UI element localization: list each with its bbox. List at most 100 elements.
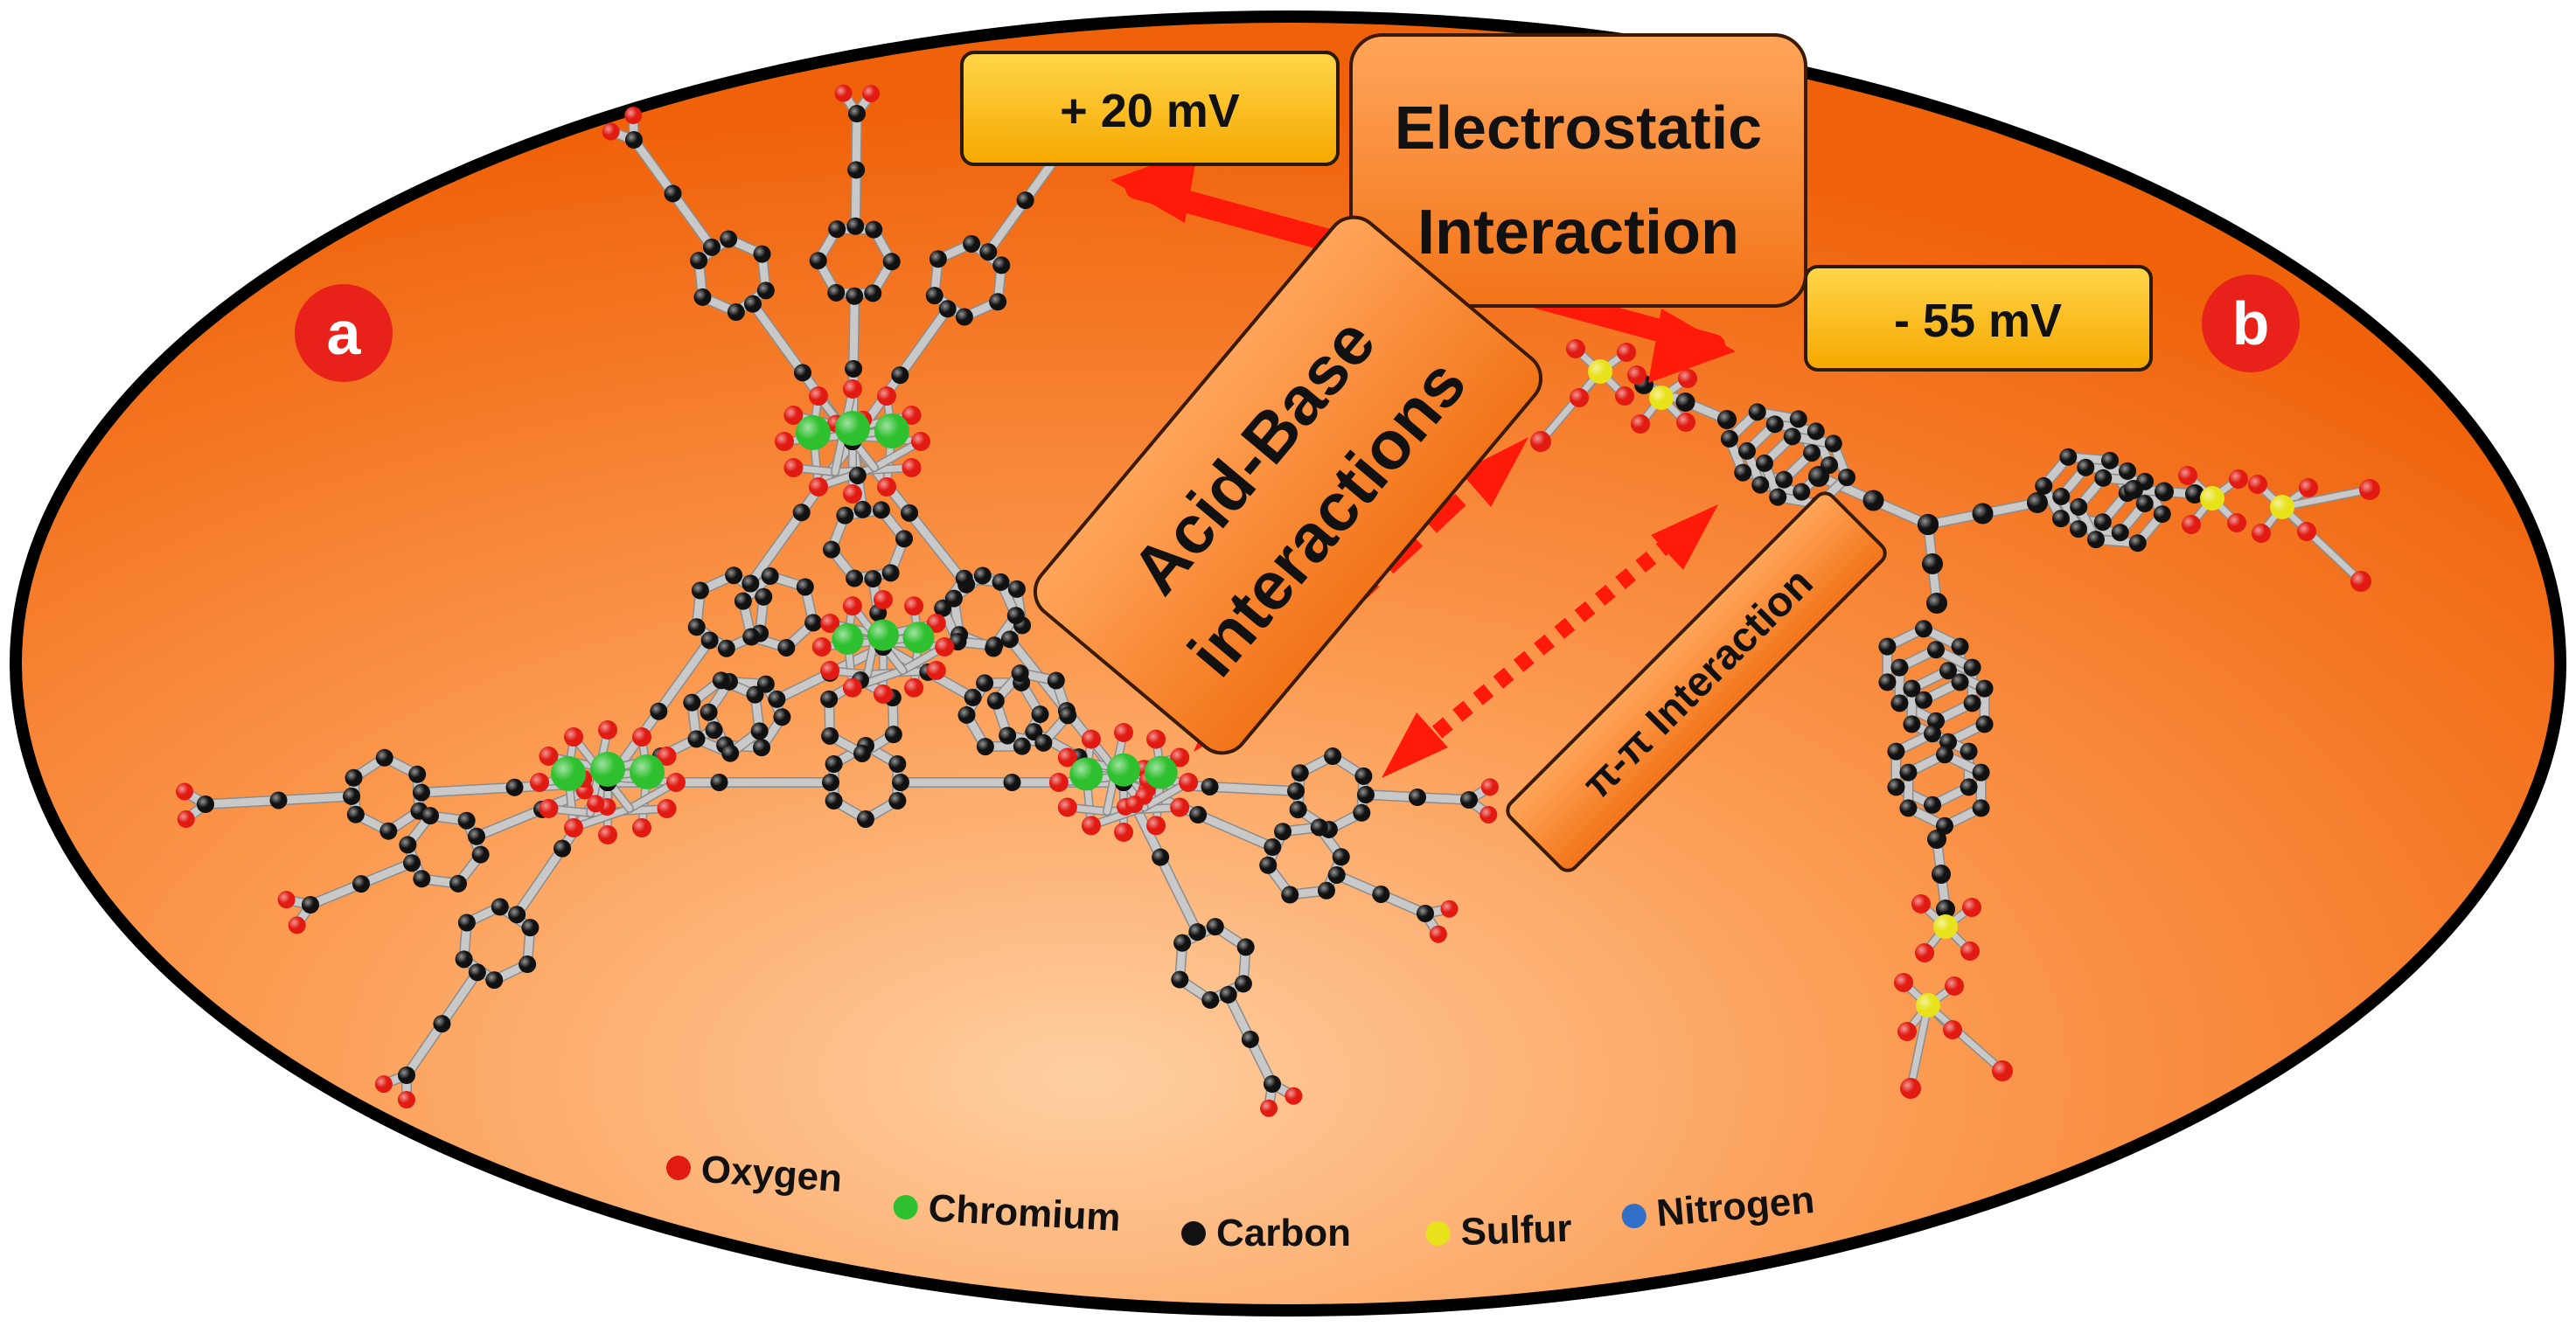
atom-highlight <box>1899 799 1918 817</box>
atom-highlight <box>374 1075 393 1094</box>
atom-highlight <box>177 810 195 829</box>
atom-highlight <box>449 874 467 893</box>
atom-highlight <box>700 631 719 650</box>
atom-highlight <box>957 705 976 724</box>
potential-tag-right: - 55 mV <box>1804 265 2153 372</box>
bond <box>437 968 482 1028</box>
atom-highlight <box>712 671 730 690</box>
atom-highlight <box>999 726 1017 745</box>
atom-highlight <box>2182 515 2201 534</box>
atom-highlight <box>955 569 973 587</box>
bond <box>895 304 952 379</box>
atom-highlight <box>1617 343 1636 362</box>
atom-highlight <box>683 693 701 712</box>
atom-highlight <box>734 592 752 610</box>
atom-highlight <box>539 747 559 766</box>
atom-highlight <box>1897 1022 1917 1041</box>
atom-highlight <box>755 587 773 606</box>
atom-highlight <box>848 466 867 484</box>
atom-highlight <box>2069 520 2087 538</box>
atom-highlight <box>901 504 919 522</box>
bond <box>1537 368 1604 445</box>
atom-highlight <box>457 811 476 830</box>
atom-highlight <box>874 413 909 448</box>
atom-highlight <box>796 415 831 450</box>
atom-highlight <box>2051 510 2070 528</box>
atom-highlight <box>1460 791 1478 809</box>
atom-highlight <box>1011 664 1029 683</box>
atom-highlight <box>269 791 288 809</box>
atom-highlight <box>1144 755 1178 789</box>
atom-highlight <box>1903 715 1921 733</box>
atom-highlight <box>710 774 728 791</box>
atom-highlight <box>2350 571 2371 592</box>
atom-highlight <box>902 406 922 425</box>
atom-highlight <box>1057 747 1077 768</box>
atom-highlight <box>877 476 896 497</box>
atom-highlight <box>1951 637 1969 656</box>
atom-highlight <box>345 768 363 787</box>
atom-highlight <box>1789 410 1807 428</box>
atom-highlight <box>1717 410 1737 429</box>
atom-highlight <box>1631 414 1650 434</box>
atom-highlight <box>926 614 946 633</box>
atom-highlight <box>895 530 914 548</box>
atom-highlight <box>1566 339 1585 358</box>
atom-highlight <box>2248 475 2267 494</box>
atom-highlight <box>925 287 943 305</box>
atom-highlight <box>2059 448 2078 466</box>
bond <box>772 669 834 704</box>
atom-highlight <box>1201 990 1220 1009</box>
atom-highlight <box>1972 503 1994 525</box>
atom-highlight <box>398 1066 415 1084</box>
atom-highlight <box>1429 925 1447 943</box>
atom-highlight <box>1287 782 1305 800</box>
atom-highlight <box>820 614 840 633</box>
atom-highlight <box>1146 816 1166 836</box>
bond <box>1206 782 1300 796</box>
atom-highlight <box>467 827 485 845</box>
atom-highlight <box>1057 797 1077 817</box>
bond <box>852 109 861 174</box>
atom-highlight <box>508 906 526 924</box>
atom-highlight <box>992 256 1011 274</box>
atom-highlight <box>853 744 871 762</box>
atom-highlight <box>302 896 319 914</box>
atom-highlight <box>846 287 864 305</box>
atom-highlight <box>761 567 779 586</box>
atom-highlight <box>929 250 947 268</box>
atom-highlight <box>1259 856 1278 874</box>
atom-highlight <box>1803 444 1821 462</box>
atom-highlight <box>2070 497 2088 516</box>
atom-highlight <box>1570 388 1589 407</box>
bond <box>570 805 633 831</box>
atom-highlight <box>505 778 524 796</box>
atom-highlight <box>746 685 764 704</box>
atom-highlight <box>756 281 775 300</box>
bond <box>654 636 714 716</box>
legend-item-chromium: Chromium <box>893 1186 1122 1240</box>
atom-highlight <box>843 484 862 504</box>
svg-text:Interaction: Interaction <box>1417 198 1739 267</box>
atom-highlight <box>864 570 882 588</box>
atom-highlight <box>1324 747 1342 766</box>
legend-swatch <box>1181 1221 1206 1246</box>
atom-highlight <box>687 730 706 748</box>
atom-highlight <box>955 308 973 326</box>
atom-highlight <box>553 839 572 858</box>
legend-swatch <box>893 1195 918 1220</box>
atom-highlight <box>471 845 490 864</box>
atom-highlight <box>2185 484 2204 504</box>
atom-highlight <box>1332 848 1350 866</box>
atom-highlight <box>1114 723 1133 742</box>
atom-highlight <box>666 773 686 792</box>
atom-highlight <box>904 677 924 698</box>
atom-highlight <box>756 675 775 693</box>
bond <box>275 792 356 804</box>
atom-highlight <box>864 284 882 302</box>
atom-highlight <box>976 738 994 756</box>
atom-highlight <box>521 919 540 937</box>
atom-highlight <box>2252 524 2271 543</box>
atom-highlight <box>397 1091 415 1108</box>
atom-highlight <box>630 754 665 789</box>
